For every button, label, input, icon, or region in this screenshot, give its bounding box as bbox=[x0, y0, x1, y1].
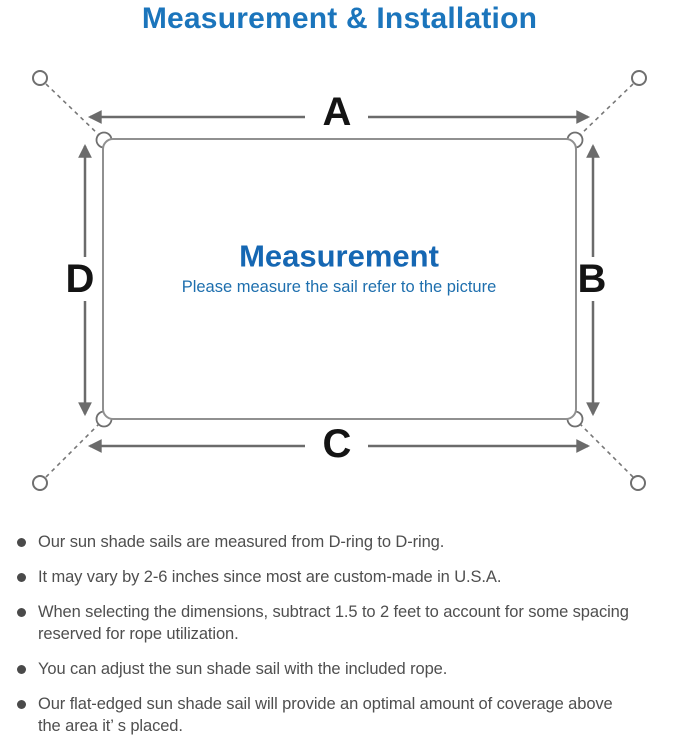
bullet-dot-icon bbox=[17, 700, 26, 709]
list-item: Our sun shade sails are measured from D-… bbox=[17, 531, 677, 553]
sail-rectangle bbox=[102, 138, 577, 420]
list-item-text: When selecting the dimensions, subtract … bbox=[38, 603, 629, 643]
measurement-diagram: A C D B Measurement Please measure the s… bbox=[0, 55, 679, 515]
side-label-a: A bbox=[323, 90, 352, 134]
list-item: It may vary by 2-6 inches since most are… bbox=[17, 566, 677, 588]
bullet-dot-icon bbox=[17, 665, 26, 674]
anchor-ring-top-left-icon bbox=[32, 70, 48, 86]
side-label-c: C bbox=[323, 422, 352, 466]
anchor-ring-bottom-right-icon bbox=[630, 475, 646, 491]
anchor-ring-bottom-left-icon bbox=[32, 475, 48, 491]
rope-line-top-left bbox=[45, 83, 100, 136]
list-item-text: You can adjust the sun shade sail with t… bbox=[38, 660, 448, 678]
list-item: Our flat-edged sun shade sail will provi… bbox=[17, 693, 677, 737]
rope-line-top-right bbox=[579, 83, 634, 136]
list-item: When selecting the dimensions, subtract … bbox=[17, 601, 677, 645]
rope-line-bottom-left bbox=[45, 423, 100, 478]
list-item-text: It may vary by 2-6 inches since most are… bbox=[38, 568, 502, 586]
instruction-list: Our sun shade sails are measured from D-… bbox=[17, 531, 677, 750]
list-item: You can adjust the sun shade sail with t… bbox=[17, 658, 677, 680]
diagram-heading: Measurement bbox=[239, 239, 439, 274]
bullet-dot-icon bbox=[17, 608, 26, 617]
diagram-subheading: Please measure the sail refer to the pic… bbox=[182, 278, 497, 296]
side-label-d: D bbox=[66, 257, 95, 301]
bullet-dot-icon bbox=[17, 573, 26, 582]
sail-diagram-canvas: A C D B Measurement Please measure the s… bbox=[32, 70, 647, 491]
rope-line-bottom-right bbox=[579, 423, 634, 478]
page-title: Measurement & Installation bbox=[141, 2, 538, 35]
list-item-text: Our sun shade sails are measured from D-… bbox=[38, 533, 445, 551]
side-label-b: B bbox=[578, 257, 607, 301]
anchor-ring-top-right-icon bbox=[631, 70, 647, 86]
bullet-dot-icon bbox=[17, 538, 26, 547]
list-item-text: Our flat-edged sun shade sail will provi… bbox=[38, 695, 613, 735]
